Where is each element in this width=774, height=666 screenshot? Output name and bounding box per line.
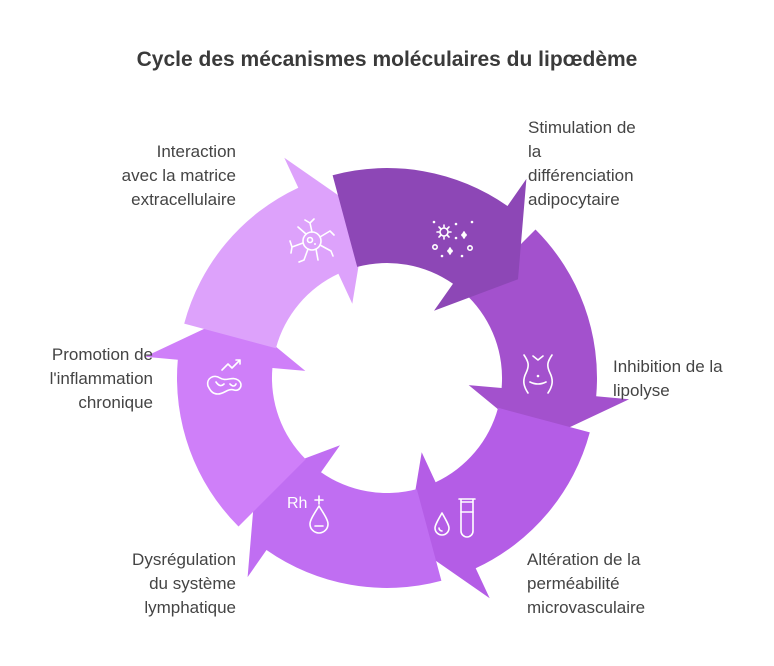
arrow-dysregulation — [247, 445, 442, 588]
label-dysregulation: Dysrégulation du système lymphatique — [132, 550, 236, 617]
label-stimulation: Stimulation de la différenciation adipoc… — [528, 118, 636, 209]
label-alteration: Altération de la perméabilité microvascu… — [527, 550, 646, 617]
cell-network-icon — [289, 218, 335, 263]
rh-label: Rh — [287, 495, 307, 512]
label-promotion: Promotion de l'inflammation chronique — [49, 345, 153, 412]
test-tube-drop-icon — [434, 498, 476, 538]
inflammation-icon — [206, 359, 242, 395]
rh-drop-icon: Rh — [287, 495, 329, 534]
arrow-interaction — [184, 157, 367, 349]
arrow-promotion — [144, 313, 306, 527]
molecules-icon — [431, 220, 474, 258]
label-interaction: Interaction avec la matrice extracellula… — [121, 142, 236, 209]
diagram-title: Cycle des mécanismes moléculaires du lip… — [136, 48, 638, 71]
arrow-stimulation — [332, 168, 527, 311]
waist-icon — [523, 354, 553, 394]
label-inhibition: Inhibition de la lipolyse — [613, 357, 723, 400]
arrow-alteration — [407, 407, 590, 599]
